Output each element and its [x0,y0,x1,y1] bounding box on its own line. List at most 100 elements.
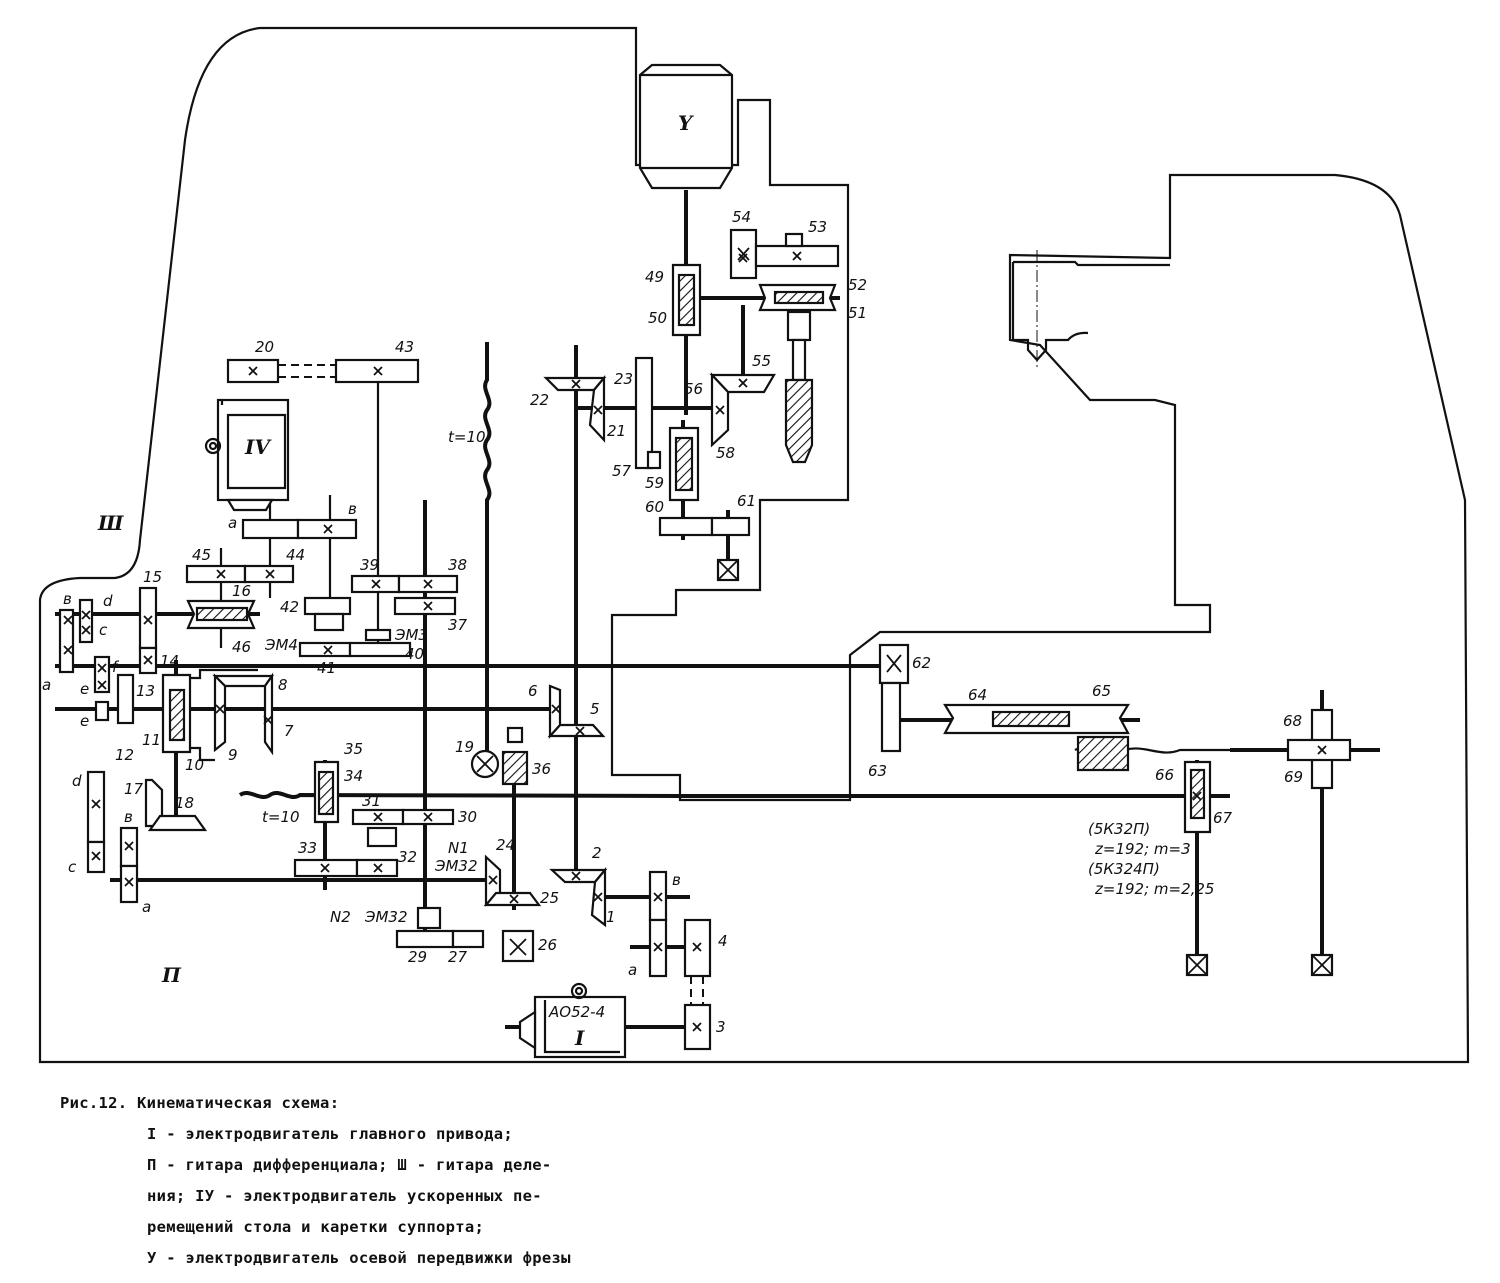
bevel-gear-25 [483,891,542,907]
part-label-58: 58 [716,444,735,462]
gear-center-mark [320,863,330,873]
worm-16 [195,606,249,622]
gear-13 [116,673,135,725]
part-label-22: 22 [530,391,549,409]
part-label-64: 64 [968,686,987,704]
gear-center-mark [488,875,498,885]
gear-center-mark [63,645,73,655]
part-label-53: 53 [808,218,827,236]
part-number-labels: 1234567891011121314151617181920212223242… [115,208,1303,1036]
screw-65 [991,710,1071,728]
part-label-61: 61 [737,492,756,510]
worm-36 [501,750,529,786]
motor-rapid-label: IV [244,435,272,459]
label-gear-f: f [112,658,120,676]
label-gear-a-main: a [628,961,637,979]
gear-center-mark [124,841,134,851]
gear-center-mark [509,894,519,904]
motor-stop-36 [506,726,524,744]
label-gear-e-lower: e [80,712,89,730]
part-label-56: 56 [684,380,703,398]
label-differential-guitar: П [161,963,182,987]
pulley-3 [683,1003,712,1051]
gear-37 [393,596,457,616]
worm-59 [674,436,694,492]
gear-center-mark [373,366,383,376]
table-note-model-2: (5К324П) [1088,860,1160,878]
gear-center-mark [124,877,134,887]
bevel-gear-18 [147,814,208,832]
gear-center-mark [715,405,725,415]
gear-center-mark [692,1022,702,1032]
gear-45 [185,564,247,584]
figure-caption: Рис.12. Кинематическая схема: I - электр… [60,1088,571,1274]
caption-line: П - гитара дифференциала; Ш - гитара дел… [147,1156,552,1174]
gear-center-mark [97,680,107,690]
label-gear-d-ii: d [72,772,82,790]
hob-arbor [791,338,807,382]
label-gear-c-ii: c [68,858,77,876]
gear-a-upper [241,518,300,540]
worm-34 [317,770,335,816]
part-label-19: 19 [455,738,474,756]
gear-center-mark [215,704,225,714]
gear-f [93,655,111,694]
gear-center-mark [792,251,802,261]
part-label-44: 44 [286,546,305,564]
part-label-13: 13 [136,682,155,700]
gear-center-mark [371,579,381,589]
part-label-66: 66 [1155,766,1174,784]
part-label-67: 67 [1213,809,1233,827]
gear-center-mark [248,366,258,376]
part-label-7: 7 [284,722,294,740]
gear-center-mark [423,812,433,822]
clutch-n1 [366,826,398,848]
part-label-18: 18 [175,794,194,812]
label-gear-d-iii: d [103,592,113,610]
kinematic-diagram: IV Y АО52-4 I [38,26,1470,1064]
label-gear-a-ii: a [142,898,151,916]
column-head-outline [1013,260,1170,267]
part-label-60: 60 [645,498,664,516]
motor-main-drive: АО52-4 I [518,982,627,1059]
gear-center-mark [373,812,383,822]
label-gear-b-main: в [672,871,681,889]
worm-66 [1189,768,1206,820]
part-label-24: 24 [496,836,515,854]
part-label-5: 5 [590,700,600,718]
caption-line: У - электродвигатель осевой передвижки ф… [147,1249,571,1267]
gear-center-mark [81,625,91,635]
part-label-38: 38 [448,556,467,574]
part-label-41: 41 [317,659,336,677]
label-gear-a-upper: a [228,514,237,532]
label-em32-upper: ЭМ32 [434,857,478,875]
table-note-model-1: (5К32П) [1088,820,1150,838]
part-label-43: 43 [395,338,414,356]
motor-main-label: I [574,1026,585,1050]
part-label-33: 33 [298,839,317,857]
part-label-59: 59 [645,474,664,492]
part-label-46: 46 [232,638,251,656]
gear-center-mark [323,524,333,534]
gear-center-mark [423,579,433,589]
clutch-em32-lower [416,906,442,930]
housing-outline [190,668,258,762]
part-label-62: 62 [912,654,931,672]
gear-center-mark [571,871,581,881]
gear-42 [303,596,352,616]
motor-axial-label: Y [678,111,694,135]
hob-cutter [784,378,814,464]
gear-center-mark [593,405,603,415]
part-label-68: 68 [1283,712,1302,730]
part-label-25: 25 [540,889,559,907]
label-n1: N1 [448,839,469,857]
part-label-8: 8 [278,676,288,694]
part-label-11: 11 [142,731,161,749]
gear-61 [710,516,751,537]
clutch-em3 [364,628,392,642]
part-label-37: 37 [448,616,468,634]
part-label-40: 40 [405,645,424,663]
gear-center-mark [1317,745,1327,755]
part-label-49: 49 [645,268,664,286]
hob-head-tip [1011,262,1089,362]
